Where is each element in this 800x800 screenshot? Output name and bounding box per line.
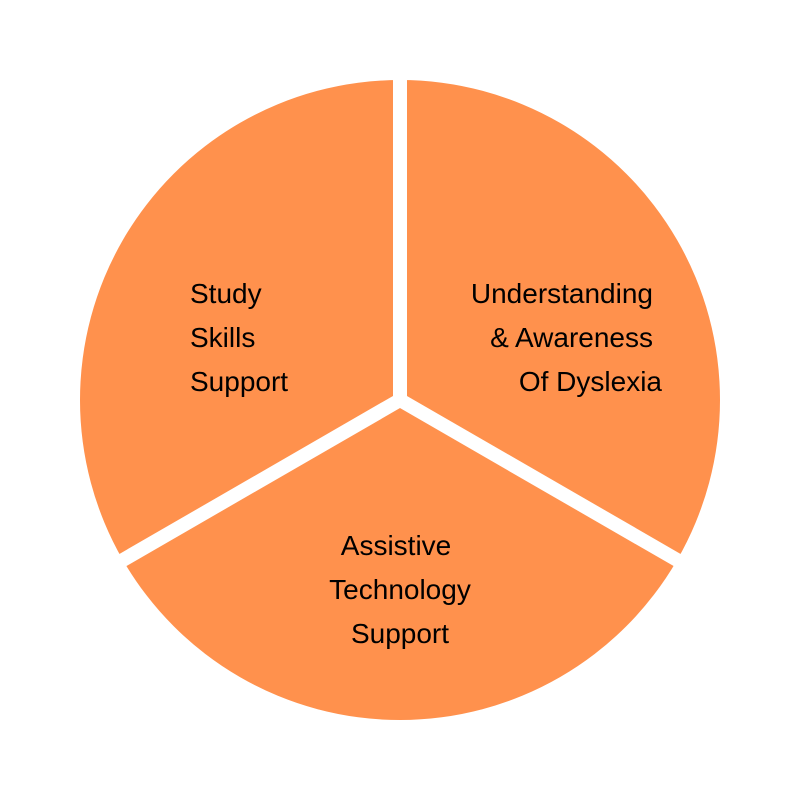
segment-assistive-technology: Assistive Technology Support bbox=[329, 530, 471, 649]
segment-understanding-line-3: Of Dyslexia bbox=[519, 366, 663, 397]
segment-understanding-line-1: Understanding bbox=[471, 278, 653, 309]
segment-understanding-line-2: & Awareness bbox=[490, 322, 653, 353]
segment-study-skills-line-2: Skills bbox=[190, 322, 255, 353]
segment-assistive-line-2: Technology bbox=[329, 574, 471, 605]
slice-dividers bbox=[114, 74, 686, 570]
segment-assistive-line-1: Assistive bbox=[341, 530, 451, 561]
segment-understanding-awareness: Understanding & Awareness Of Dyslexia bbox=[471, 278, 663, 397]
segment-study-skills-line-3: Support bbox=[190, 366, 288, 397]
slice-divider-3 bbox=[114, 393, 404, 570]
segment-study-skills: Study Skills Support bbox=[190, 278, 288, 397]
segment-assistive-line-3: Support bbox=[351, 618, 449, 649]
segment-study-skills-line-1: Study bbox=[190, 278, 262, 309]
slice-divider-2 bbox=[396, 393, 686, 570]
